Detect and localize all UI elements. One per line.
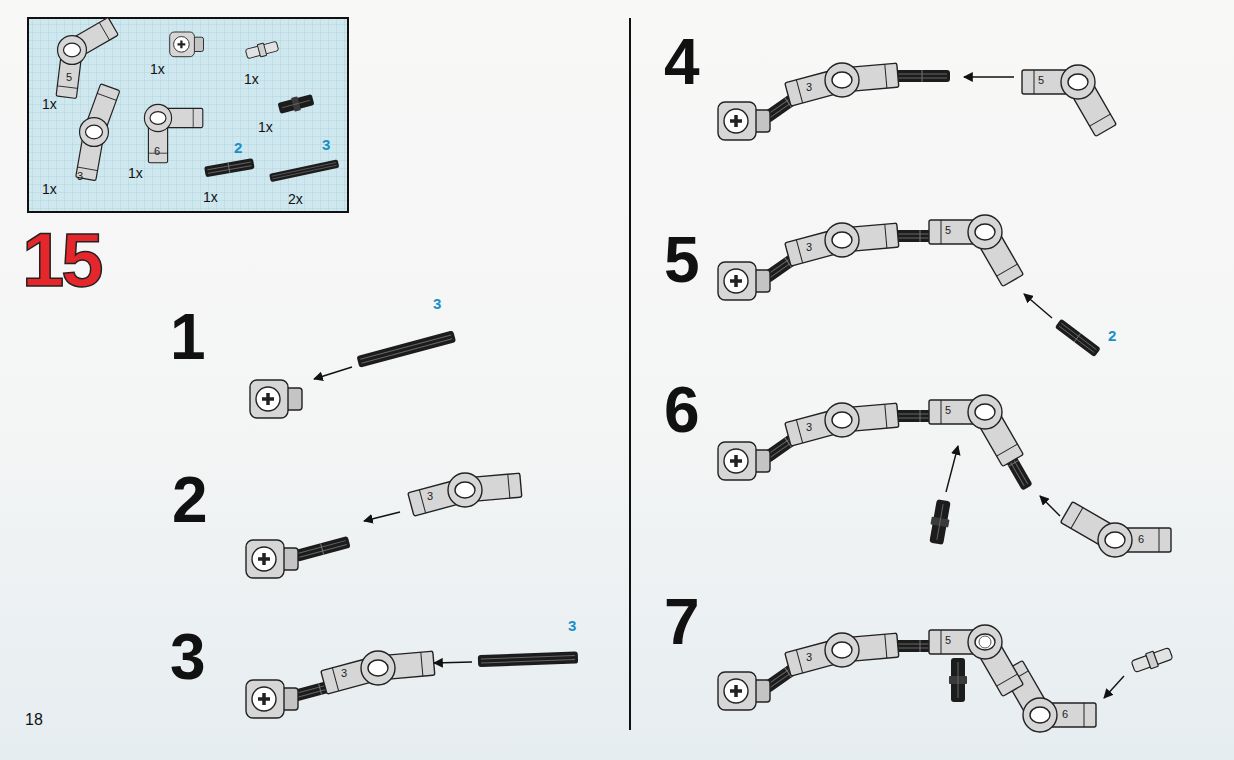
step-number: 5 (664, 228, 700, 292)
part-number: 6 (1138, 534, 1144, 545)
step-number: 2 (172, 468, 208, 532)
callout-number: 3 (568, 618, 576, 633)
part-number: 5 (1038, 75, 1044, 86)
quantity-label: 1x (258, 120, 273, 134)
part-number: 3 (806, 82, 812, 93)
part-number: 5 (66, 72, 72, 83)
part-number: 3 (806, 242, 812, 253)
page-step-number: 15 (22, 222, 101, 298)
quantity-label: 1x (244, 72, 259, 86)
step-number: 4 (664, 30, 700, 94)
part-number: 3 (77, 171, 83, 182)
quantity-label: 1x (42, 97, 57, 111)
part-number: 3 (806, 652, 812, 663)
step-number: 7 (664, 590, 700, 654)
quantity-label: 1x (128, 166, 143, 180)
step-number: 3 (170, 625, 206, 689)
part-number: 5 (945, 405, 951, 416)
callout-number: 3 (322, 137, 330, 152)
callout-number: 2 (1108, 328, 1116, 343)
step-number: 6 (664, 378, 700, 442)
part-number: 6 (154, 146, 160, 157)
quantity-label: 1x (42, 182, 57, 196)
part-number: 3 (806, 422, 812, 433)
part-number: 5 (945, 225, 951, 236)
quantity-label: 1x (150, 62, 165, 76)
callout-number: 2 (234, 140, 242, 155)
part-number: 5 (945, 635, 951, 646)
part-number: 6 (1062, 709, 1068, 720)
page-number: 18 (25, 712, 43, 728)
quantity-label: 1x (203, 190, 218, 204)
quantity-label: 2x (288, 192, 303, 206)
callout-number: 3 (433, 296, 441, 311)
part-number: 3 (427, 491, 433, 502)
step-number: 1 (170, 305, 206, 369)
part-number: 3 (341, 668, 347, 679)
